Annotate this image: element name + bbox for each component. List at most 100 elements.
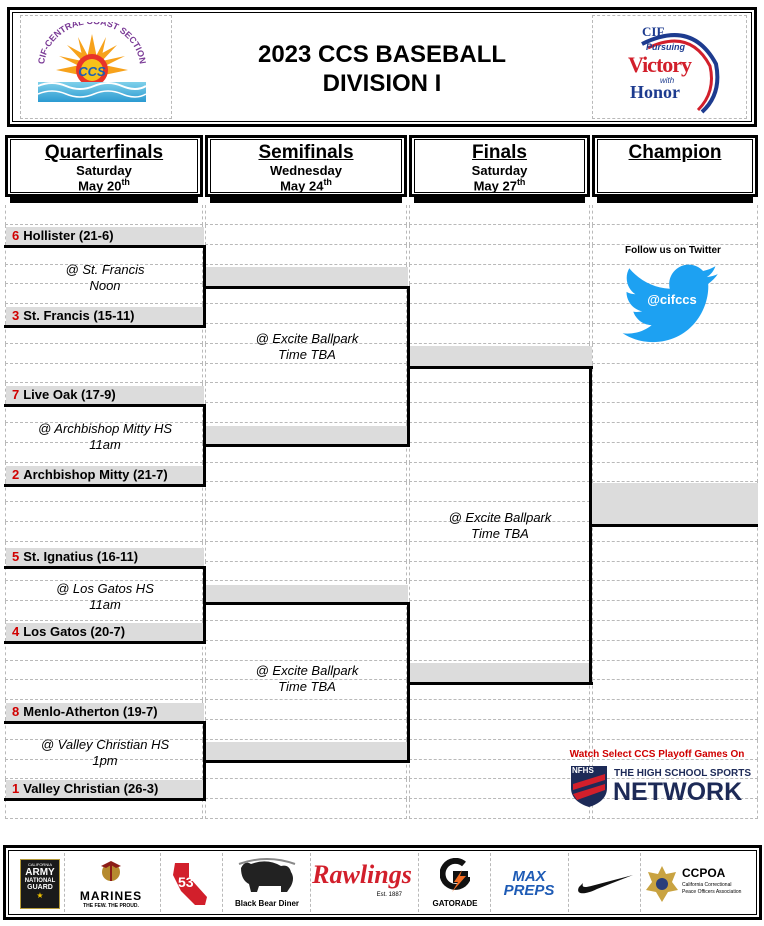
round-name: Champion bbox=[628, 142, 722, 163]
nfhs-mark: NFHS bbox=[572, 766, 594, 775]
grid-cell bbox=[409, 561, 590, 581]
round-header-champion-inner: Champion bbox=[597, 139, 753, 193]
sf2-top-line bbox=[206, 602, 410, 605]
rawlings-text: Rawlings bbox=[312, 860, 412, 889]
marines-logo[interactable]: MARINES THE FEW. THE PROUD. bbox=[68, 858, 154, 910]
qf1-right-line bbox=[203, 245, 206, 328]
grid-cell bbox=[205, 482, 407, 502]
fiftythree-logo[interactable]: 53 bbox=[166, 858, 216, 910]
grid-cell bbox=[409, 482, 590, 502]
maxpreps-text: MAX PREPS bbox=[503, 868, 555, 899]
grid-cell bbox=[409, 542, 590, 562]
qf1-bottom-line bbox=[4, 325, 206, 328]
ccs-logo: CIF-CENTRAL COAST SECTION CCS bbox=[30, 16, 154, 108]
army-national-guard-logo[interactable]: CALIFORNIA ARMY NATIONAL GUARD ★ bbox=[18, 858, 62, 910]
california-state-icon bbox=[173, 863, 207, 905]
grid-cell bbox=[205, 363, 407, 383]
grid-cell bbox=[205, 522, 407, 542]
grid-cell bbox=[205, 245, 407, 265]
victory-text: Victory bbox=[628, 52, 692, 77]
grid-cell bbox=[592, 641, 758, 661]
grid-cell bbox=[5, 680, 203, 700]
sponsor-frame bbox=[3, 845, 762, 920]
grid-cell bbox=[409, 601, 590, 621]
grid-cell bbox=[5, 423, 203, 443]
round-header-semifinals-inner: Semifinals Wednesday May 24th bbox=[210, 139, 402, 193]
nfhs-network-logo[interactable]: NFHS THE HIGH SCHOOL SPORTS NETWORK bbox=[569, 764, 753, 808]
army-line1: CALIFORNIA bbox=[27, 862, 52, 867]
qf2-bottom-line bbox=[4, 484, 206, 487]
pursuing-victory-logo: CIF Pursuing Victory with Honor bbox=[622, 24, 722, 114]
twitter-follow-text: Follow us on Twitter bbox=[625, 245, 721, 256]
final-bottom-line bbox=[410, 682, 593, 685]
round-day: Saturday bbox=[471, 162, 528, 178]
gatorade-logo[interactable]: GATORADE bbox=[424, 857, 486, 910]
grid-cell bbox=[5, 720, 203, 740]
grid-cell bbox=[5, 324, 203, 344]
final-top-line bbox=[410, 366, 593, 369]
grid-cell bbox=[409, 304, 590, 324]
grid-cell bbox=[592, 363, 758, 383]
fiftythree-text: 53 bbox=[178, 874, 194, 890]
ccs-logo-letters: CCS bbox=[78, 64, 106, 79]
grid-cell bbox=[409, 641, 590, 661]
qf3-right-line bbox=[203, 566, 206, 644]
grid-cell bbox=[592, 542, 758, 562]
nike-logo[interactable] bbox=[574, 858, 636, 910]
grid-cell bbox=[205, 344, 407, 364]
round-day: Saturday bbox=[76, 162, 132, 178]
final-right-line bbox=[589, 366, 592, 685]
rawlings-logo[interactable]: Rawlings Est. 1887 bbox=[312, 858, 412, 910]
maxpreps-logo[interactable]: MAX PREPS bbox=[494, 858, 564, 910]
grid-cell bbox=[5, 482, 203, 502]
grid-cell bbox=[409, 383, 590, 403]
grid-cell bbox=[592, 383, 758, 403]
grid-cell bbox=[205, 542, 407, 562]
grid-cell bbox=[205, 561, 407, 581]
sponsor-divider bbox=[490, 853, 491, 912]
grid-cell bbox=[205, 660, 407, 680]
grid-cell bbox=[205, 720, 407, 740]
round-underline bbox=[414, 197, 585, 203]
army-line4: GUARD bbox=[27, 884, 53, 891]
black-bear-text: Black Bear Diner bbox=[234, 899, 300, 908]
header-frame bbox=[7, 7, 757, 127]
grid-cell bbox=[409, 423, 590, 443]
grid-cell bbox=[5, 799, 203, 819]
grid-cell bbox=[592, 403, 758, 423]
with-text: with bbox=[660, 76, 675, 85]
sponsor-divider bbox=[640, 853, 641, 912]
final-bottom-slot bbox=[410, 663, 592, 682]
sf1-bottom-line bbox=[206, 444, 410, 447]
twitter-handle: @cifccs bbox=[647, 292, 697, 307]
header-right-cell bbox=[592, 15, 747, 119]
grid-cell bbox=[5, 740, 203, 760]
grid-cell bbox=[5, 205, 203, 225]
ccpoa-text: CCPOA bbox=[682, 866, 726, 880]
grid-cell bbox=[409, 284, 590, 304]
honor-text: Honor bbox=[630, 82, 681, 102]
sf2-bottom-line bbox=[206, 760, 410, 763]
grid-cell bbox=[592, 660, 758, 680]
champion-line bbox=[592, 524, 758, 527]
round-header-semifinals bbox=[205, 135, 407, 197]
grid-cell bbox=[592, 423, 758, 443]
ccpoa-logo[interactable]: CCPOA California Correctional Peace Offi… bbox=[644, 858, 754, 910]
grid-cell bbox=[592, 344, 758, 364]
black-bear-diner-logo[interactable]: Black Bear Diner bbox=[228, 858, 306, 910]
grid-cell bbox=[592, 581, 758, 601]
round-day: Wednesday bbox=[269, 162, 342, 178]
twitter-bird-icon[interactable]: @cifccs bbox=[622, 262, 722, 344]
grid-cell bbox=[5, 660, 203, 680]
title-line-1: 2023 CCS BASEBALL bbox=[257, 41, 507, 68]
grid-cell bbox=[409, 700, 590, 720]
qf2-right-line bbox=[203, 404, 206, 487]
